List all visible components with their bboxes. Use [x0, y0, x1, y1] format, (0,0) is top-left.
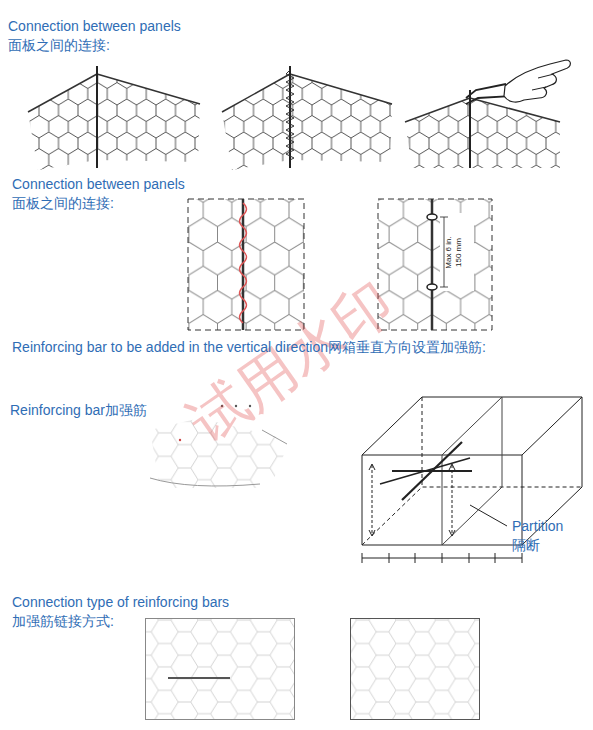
connection-panel [146, 619, 295, 720]
gabion-box [402, 442, 462, 500]
mesh-sketch [20, 60, 210, 175]
connection-panel [146, 619, 295, 720]
dimension: 150 mm [453, 238, 462, 267]
watermark: 试用水印 [178, 269, 405, 454]
mesh-sketch [97, 74, 200, 104]
gabion-box [369, 464, 375, 536]
mesh-sketch [20, 60, 210, 175]
connection-panel [146, 619, 294, 719]
heading: Connection between panels [12, 176, 185, 193]
panel-detail [188, 199, 304, 330]
gabion-box [372, 465, 373, 535]
mesh-sketch [215, 60, 400, 175]
gabion-box [452, 465, 453, 535]
mesh-sketch [286, 70, 294, 160]
heading-cn: 加强筋链接方式: [12, 613, 114, 630]
heading: Reinforcing bar加强筋 [10, 402, 147, 419]
panel-detail [440, 217, 448, 218]
gabion-box [380, 458, 470, 484]
mesh-sketch [96, 66, 98, 168]
heading-cn: 面板之间的连接: [8, 37, 110, 54]
faint-sketch [179, 439, 181, 441]
gabion-box [470, 505, 507, 526]
mesh-sketch [28, 74, 97, 112]
mesh-sketch [400, 60, 570, 175]
connection-panel [351, 619, 480, 720]
connection-panel [351, 619, 480, 720]
callout-label: 隔断 [512, 537, 540, 554]
mesh-sketch [20, 60, 210, 175]
gabion-box [362, 553, 522, 563]
gabion-box [449, 464, 455, 536]
mesh-sketch [400, 90, 565, 175]
mesh-sketch [504, 60, 570, 102]
panel-detail [188, 199, 304, 330]
panel-detail [240, 203, 247, 323]
heading: Connection between panels [8, 18, 181, 35]
mesh-sketch [222, 74, 290, 112]
mesh-sketch [400, 90, 565, 175]
mesh-sketch [215, 60, 400, 175]
connection-panel [351, 619, 479, 719]
panel-detail [440, 213, 474, 291]
dimension: Max 6 in. [444, 236, 453, 268]
mesh-sketch [215, 60, 400, 175]
callout-label: Partition [512, 518, 563, 535]
mesh-sketch [290, 74, 392, 104]
mesh-sketch [532, 74, 554, 90]
heading: Connection type of reinforcing bars [12, 594, 229, 611]
panel-detail [427, 214, 437, 220]
connection-panel [168, 677, 230, 679]
heading: Reinforcing bar to be added in the verti… [12, 339, 487, 356]
panel-detail [440, 287, 448, 288]
panel-detail [427, 284, 437, 290]
gabion-box [362, 397, 582, 563]
gabion-box [422, 397, 423, 487]
panel-detail [188, 199, 304, 330]
mesh-sketch [405, 98, 470, 122]
heading-cn: 面板之间的连接: [12, 195, 114, 212]
